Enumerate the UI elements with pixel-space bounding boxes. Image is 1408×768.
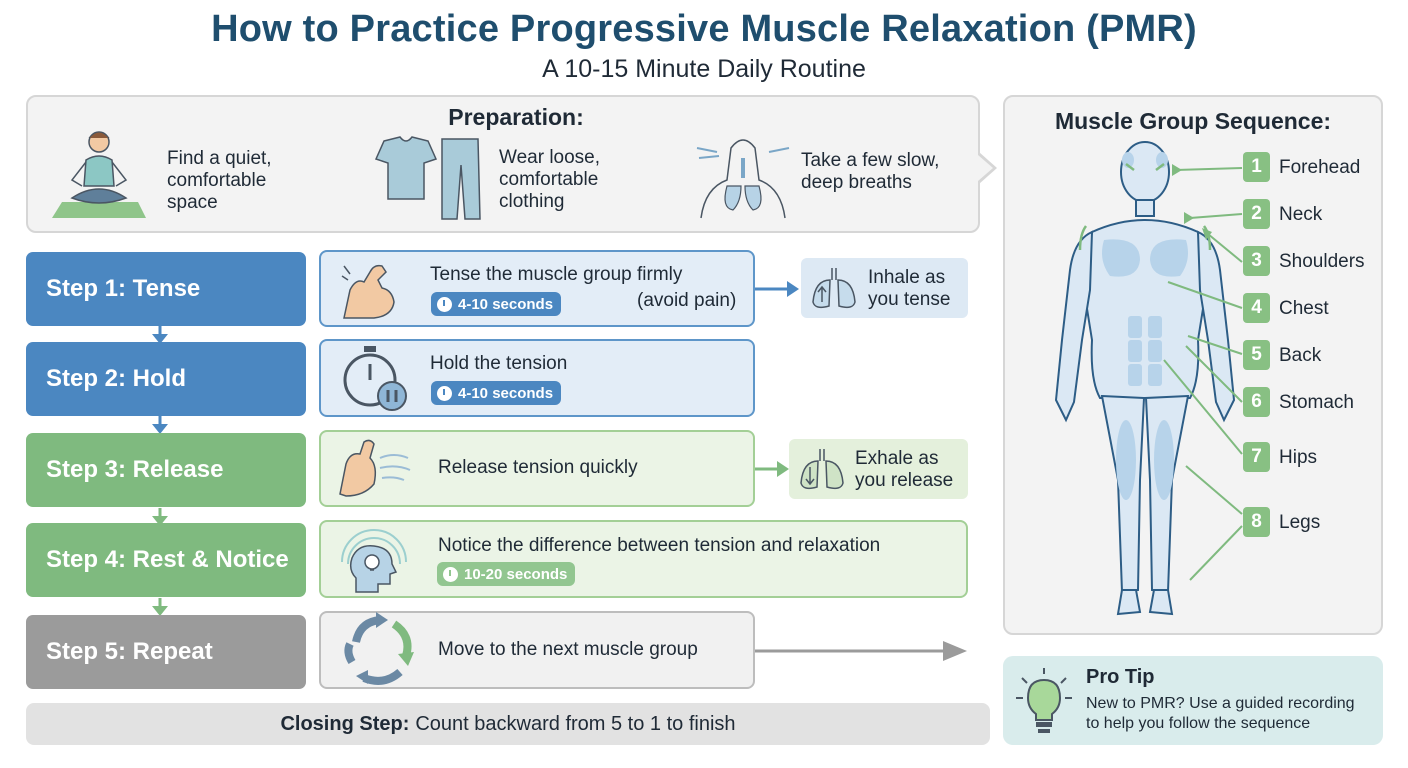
step-1-duration: 4-10 seconds <box>458 295 554 313</box>
step-4-duration: 10-20 seconds <box>464 565 568 583</box>
sequence-number: 6 <box>1243 387 1270 417</box>
step-1-duration-badge: 4-10 seconds <box>431 292 562 316</box>
right-arrow-icon <box>755 461 789 477</box>
step-2-duration-badge: 4-10 seconds <box>431 381 562 405</box>
step-3-card <box>319 430 755 507</box>
muscle-legs: Legs <box>1279 512 1321 533</box>
closing-step: Closing Step: Count backward from 5 to 1… <box>26 703 990 745</box>
page-subtitle: A 10-15 Minute Daily Routine <box>542 55 866 83</box>
cycle-arrows-icon <box>344 612 414 685</box>
preparation-item-clothing: Wear loose, comfortable clothing <box>499 147 601 212</box>
step-4-card <box>319 520 968 598</box>
muscle-neck: Neck <box>1279 204 1323 225</box>
preparation-item-space: Find a quiet, comfortable space <box>167 148 272 213</box>
muscle-back: Back <box>1279 345 1322 366</box>
pro-tip-text: New to PMR? Use a guided recording to he… <box>1086 695 1355 732</box>
stopwatch-icon <box>343 346 407 411</box>
step-2-duration: 4-10 seconds <box>458 384 554 402</box>
down-arrow-icon <box>152 598 168 616</box>
exhale-lungs-icon <box>800 449 844 490</box>
muscle-chest: Chest <box>1279 298 1329 319</box>
sequence-number: 8 <box>1243 507 1270 537</box>
step-4-duration-badge: 10-20 seconds <box>437 562 576 586</box>
preparation-panel <box>26 95 980 233</box>
step-3-description: Release tension quickly <box>438 457 638 478</box>
right-arrow-icon <box>755 281 799 297</box>
loose-clothing-icon <box>374 136 481 220</box>
down-arrow-icon <box>152 416 168 434</box>
step-5-repeat: Step 5: Repeat <box>26 615 306 689</box>
pro-tip-heading: Pro Tip <box>1086 666 1155 688</box>
step-3-release: Step 3: Release <box>26 433 306 507</box>
step-3-breath-text: Exhale as you release <box>855 448 954 491</box>
right-arrow-icon <box>755 641 967 661</box>
clock-icon <box>437 296 452 312</box>
lungs-breathing-icon <box>696 139 790 219</box>
preparation-pointer-fill <box>978 155 993 181</box>
meditating-person-icon <box>52 131 146 218</box>
closing-text: Count backward from 5 to 1 to finish <box>415 712 736 735</box>
closing-label: Closing Step: <box>280 712 410 735</box>
muscle-shoulders: Shoulders <box>1279 251 1365 272</box>
down-arrow-icon <box>152 508 168 526</box>
sequence-number: 3 <box>1243 246 1270 276</box>
relaxed-arm-icon <box>339 439 411 497</box>
sequence-number: 7 <box>1243 442 1270 472</box>
sequence-number: 4 <box>1243 293 1270 323</box>
lightbulb-icon <box>1016 668 1072 733</box>
step-1-breath-text: Inhale as you tense <box>868 267 951 310</box>
preparation-item-breaths: Take a few slow, deep breaths <box>801 150 940 193</box>
sequence-number: 2 <box>1243 199 1270 229</box>
step-5-description: Move to the next muscle group <box>438 639 698 660</box>
preparation-heading: Preparation: <box>448 104 584 130</box>
sequence-number: 5 <box>1243 340 1270 370</box>
step-4-rest-notice: Step 4: Rest & Notice <box>26 523 306 597</box>
step-2-hold: Step 2: Hold <box>26 342 306 416</box>
clock-icon <box>443 566 458 582</box>
step-3-breath-box <box>789 439 968 499</box>
human-body-icon <box>1054 141 1236 616</box>
page-title: How to Practice Progressive Muscle Relax… <box>211 8 1197 50</box>
muscle-forehead: Forehead <box>1279 157 1361 178</box>
muscle-stomach: Stomach <box>1279 392 1354 413</box>
muscle-sequence-heading: Muscle Group Sequence: <box>1054 108 1332 134</box>
sequence-connectors <box>1163 164 1243 581</box>
step-1-note: (avoid pain) <box>637 290 737 311</box>
pro-tip-panel <box>1003 656 1383 745</box>
step-1-description: Tense the muscle group firmly <box>430 264 683 285</box>
muscle-hips: Hips <box>1279 447 1318 468</box>
mindful-head-icon <box>341 529 407 593</box>
clock-icon <box>437 385 452 401</box>
sequence-number: 1 <box>1243 152 1270 182</box>
step-1-tense: Step 1: Tense <box>26 252 306 326</box>
step-4-description: Notice the difference between tension an… <box>438 535 881 556</box>
step-2-description: Hold the tension <box>430 353 568 374</box>
inhale-lungs-icon <box>812 268 856 309</box>
flexed-arm-icon <box>341 264 395 319</box>
down-arrow-icon <box>152 326 168 344</box>
